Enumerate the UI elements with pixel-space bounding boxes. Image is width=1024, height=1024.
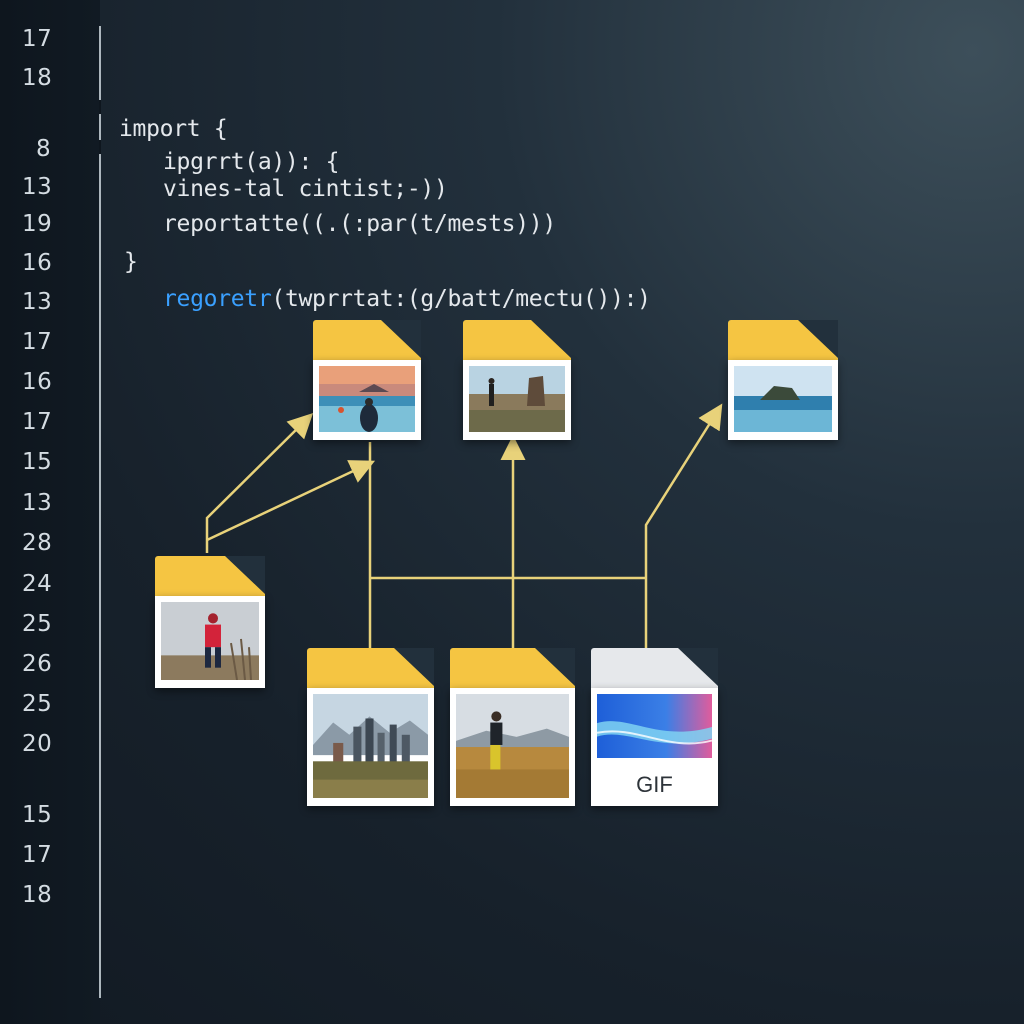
gif-label: GIF [636, 772, 673, 797]
image-file-icon[interactable] [450, 648, 575, 806]
fold-corner [531, 320, 571, 358]
fold-corner [798, 320, 838, 358]
fold-corner [394, 648, 434, 686]
photo-thumbnail [313, 694, 428, 798]
line-number: 17 [22, 329, 53, 355]
line-number: 17 [22, 842, 53, 868]
gif-file-icon[interactable]: GIF [591, 648, 718, 806]
code-line: vines-tal cintist;-)) [163, 176, 448, 202]
image-file-icon[interactable] [313, 320, 421, 440]
line-number: 20 [22, 731, 53, 757]
line-number: 13 [22, 289, 53, 315]
line-number: 15 [22, 802, 53, 828]
image-file-icon[interactable] [155, 556, 265, 688]
line-number: 16 [22, 250, 53, 276]
file-card [463, 360, 571, 440]
line-number: 17 [22, 409, 53, 435]
line-number: 28 [22, 530, 53, 556]
photo-thumbnail [456, 694, 569, 798]
fold-corner [535, 648, 575, 686]
connector-line [644, 403, 723, 648]
line-number: 26 [22, 651, 53, 677]
file-card [728, 360, 838, 440]
code-line-highlighted: regoretr(twprrtat:(g/batt/mectu()):) [163, 286, 651, 312]
image-file-icon[interactable] [728, 320, 838, 440]
file-card [155, 596, 265, 688]
code-line: ipgrrt(a)): { [163, 149, 340, 175]
photo-thumbnail [161, 602, 259, 680]
fold-corner [381, 320, 421, 358]
line-number: 18 [22, 65, 53, 91]
image-file-icon[interactable] [307, 648, 434, 806]
line-number: 24 [22, 571, 53, 597]
gif-thumbnail [597, 694, 712, 758]
file-card [450, 688, 575, 806]
line-number: 16 [22, 369, 53, 395]
line-number: 17 [22, 26, 53, 52]
photo-thumbnail [319, 366, 415, 432]
fold-corner [225, 556, 265, 594]
line-number: 18 [22, 882, 53, 908]
code-line-rest: (twprrtat:(g/batt/mectu()):) [271, 286, 651, 312]
code-line: reportatte((.(:par(t/mests))) [163, 211, 556, 237]
photo-thumbnail [469, 366, 565, 432]
gutter-divider-gap [99, 140, 101, 154]
file-card [307, 688, 434, 806]
connector-line [205, 412, 314, 553]
line-number: 13 [22, 174, 53, 200]
line-number: 13 [22, 490, 53, 516]
gutter-divider [99, 26, 101, 998]
line-number: 25 [22, 611, 53, 637]
line-number: 8 [36, 136, 52, 162]
code-line: } [124, 249, 138, 275]
line-number: 25 [22, 691, 53, 717]
gutter-divider-gap [99, 100, 101, 114]
line-number: 15 [22, 449, 53, 475]
code-keyword: regoretr [163, 286, 272, 312]
line-number: 19 [22, 211, 53, 237]
file-card: GIF [591, 688, 718, 806]
code-line: import { [119, 116, 228, 142]
connector-line [206, 460, 376, 542]
image-file-icon[interactable] [463, 320, 571, 440]
fold-corner [678, 648, 718, 686]
photo-thumbnail [734, 366, 832, 432]
line-number-gutter [0, 0, 100, 1024]
file-card [313, 360, 421, 440]
